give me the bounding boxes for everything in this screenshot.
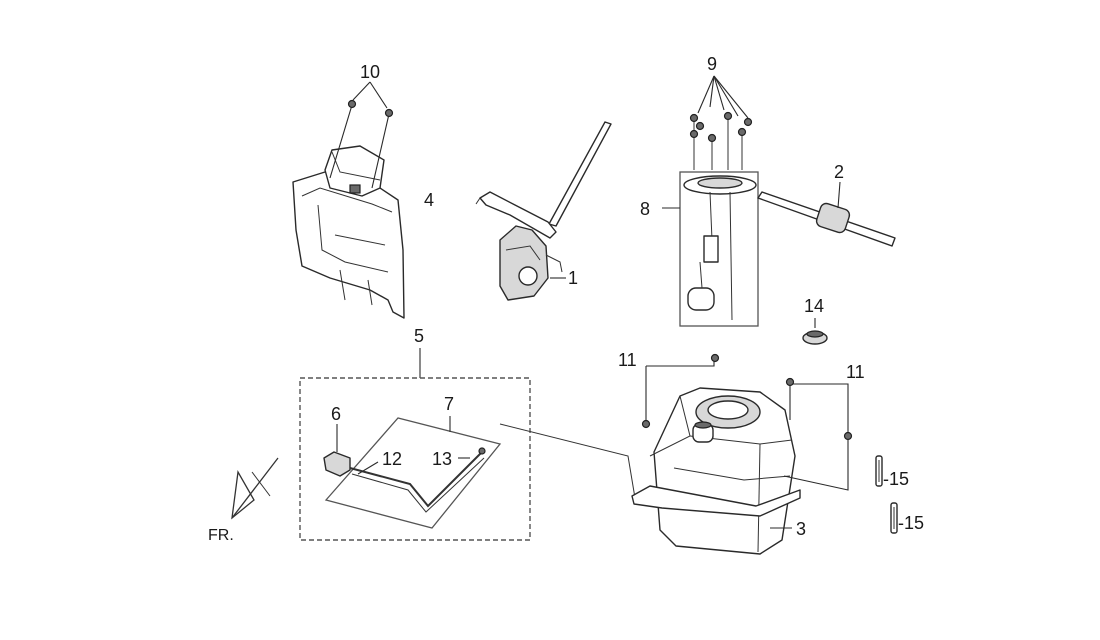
callout-11-right: 11 (846, 362, 865, 382)
callout-2: 2 (834, 162, 844, 182)
callout-1: 1 (568, 268, 578, 288)
front-direction-label: FR. (208, 527, 234, 544)
callout-12: 12 (382, 449, 402, 469)
part-14-cap (802, 318, 828, 345)
callout-15-lower: -15 (898, 513, 924, 533)
part-4-cover (292, 145, 405, 319)
part-11-bolts (641, 353, 853, 491)
callout-9: 9 (707, 54, 717, 74)
callout-3: 3 (796, 519, 806, 539)
part-8-fuel-unit (662, 171, 759, 327)
part-3-fuel-tank (631, 387, 801, 555)
callout-15-upper: -15 (883, 469, 909, 489)
part-5-kit (299, 348, 531, 541)
callout-4: 4 (424, 190, 434, 210)
callout-14: 14 (804, 296, 824, 316)
callout-8: 8 (640, 199, 650, 219)
callout-11-left: 11 (618, 350, 637, 370)
part-1-pump-assembly (475, 121, 612, 301)
kit-to-tank-leader (499, 423, 636, 499)
callout-13: 13 (432, 449, 452, 469)
callout-5: 5 (414, 326, 424, 346)
part-10-screws (329, 81, 394, 189)
part-2-hose (757, 181, 896, 247)
callout-6: 6 (331, 404, 341, 424)
part-15-pins (875, 455, 898, 534)
part-9-screws (689, 75, 753, 170)
front-direction-arrow (231, 457, 279, 520)
callout-7: 7 (444, 394, 454, 414)
callout-10: 10 (360, 62, 380, 82)
